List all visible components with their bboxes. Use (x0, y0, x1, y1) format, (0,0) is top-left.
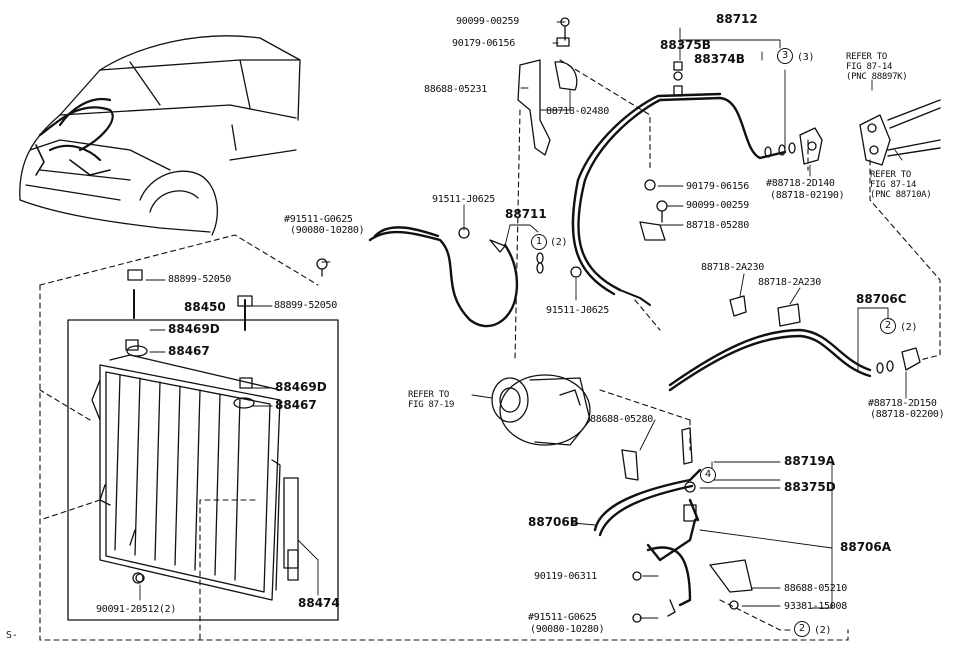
part-label-90119-06311[interactable]: 90119-06311 (534, 571, 597, 582)
part-label-91511-J0625-a[interactable]: 91511-J0625 (432, 194, 495, 205)
part-label-88469D-a[interactable]: 88469D (168, 322, 220, 336)
part-label-88899-52050-b[interactable]: 88899-52050 (274, 300, 337, 311)
refer-note-c-line2[interactable]: FIG 87-19 (408, 400, 455, 410)
part-label-88719A[interactable]: 88719A (784, 454, 836, 468)
part-label-88718-02480[interactable]: 88718-02480 (546, 106, 609, 117)
part-label-88706A[interactable]: 88706A (840, 540, 892, 554)
refer-note-b-line3[interactable]: (PNC 88710A) (870, 190, 932, 200)
condenser-box (67, 269, 339, 621)
part-label-88375B[interactable]: 88375B (660, 38, 711, 52)
qty-circle-2-right: 2 (880, 318, 896, 334)
part-label-91511-G0625-b[interactable]: #91511-G0625 (528, 612, 597, 623)
part-label-88688-05210[interactable]: 88688-05210 (784, 583, 847, 594)
refer-note-b-line1: REFER TO (870, 170, 911, 180)
qty-label-2a: (2) (550, 237, 568, 248)
part-label-90080-10280-a[interactable]: (90080-10280) (290, 225, 365, 236)
part-label-90099-00259-mid[interactable]: 90099-00259 (686, 200, 749, 211)
qty-label-3: (3) (797, 52, 815, 63)
qty-circle-1: 1 (531, 234, 547, 250)
part-label-90099-00259[interactable]: 90099-00259 (456, 16, 519, 27)
part-label-88688-05280[interactable]: 88688-05280 (590, 414, 653, 425)
qty-circle-4: 4 (700, 467, 716, 483)
part-label-88706B[interactable]: 88706B (528, 515, 579, 529)
qty-circle-2-bottom: 2 (794, 621, 810, 637)
part-label-88711[interactable]: 88711 (505, 207, 547, 221)
part-label-88706C[interactable]: 88706C (856, 292, 907, 306)
part-label-88374B[interactable]: 88374B (694, 52, 745, 66)
vehicle-illustration (19, 35, 301, 236)
dashed-guides (39, 59, 941, 641)
part-label-88712[interactable]: 88712 (716, 12, 758, 26)
refer-note-b-line2[interactable]: FIG 87-14 (870, 180, 917, 190)
qty-label-2b: (2) (900, 322, 918, 333)
part-label-88899-52050-a[interactable]: 88899-52050 (168, 274, 231, 285)
part-label-90179-06156[interactable]: 90179-06156 (452, 38, 515, 49)
corner-mark: S- (6, 630, 18, 641)
part-label-88718-2D140[interactable]: #88718-2D140 (766, 178, 835, 189)
part-label-91511-J0625-b[interactable]: 91511-J0625 (546, 305, 609, 316)
part-label-88718-2A230-a[interactable]: 88718-2A230 (701, 262, 764, 273)
part-label-90080-10280-b[interactable]: (90080-10280) (530, 624, 605, 635)
refer-note-c-line1: REFER TO (408, 390, 449, 400)
part-label-93381-15008[interactable]: 93381-15008 (784, 601, 847, 612)
part-label-88467-b[interactable]: 88467 (275, 398, 317, 412)
part-label-88450[interactable]: 88450 (184, 300, 226, 314)
qty-label-2c: (2) (814, 625, 832, 636)
part-label-88474[interactable]: 88474 (298, 596, 340, 610)
part-label-88469D-b[interactable]: 88469D (275, 380, 327, 394)
part-label-90091-20512[interactable]: 90091-20512(2) (96, 604, 177, 615)
part-label-88688-05231[interactable]: 88688-05231 (424, 84, 487, 95)
qty-circle-3: 3 (777, 48, 793, 64)
refer-note-a-line1: REFER TO (846, 52, 887, 62)
refer-note-a-line3[interactable]: (PNC 88897K) (846, 72, 908, 82)
refer-note-a-line2[interactable]: FIG 87-14 (846, 62, 893, 72)
part-label-88718-2A230-b[interactable]: 88718-2A230 (758, 277, 821, 288)
part-label-91511-G0625-a[interactable]: #91511-G0625 (284, 214, 353, 225)
part-label-88467-a[interactable]: 88467 (168, 344, 210, 358)
small-components (135, 17, 941, 623)
part-label-88375D[interactable]: 88375D (784, 480, 836, 494)
part-label-88718-05280[interactable]: 88718-05280 (686, 220, 749, 231)
part-label-88718-02190[interactable]: (88718-02190) (770, 190, 845, 201)
part-label-88718-02200[interactable]: (88718-02200) (870, 409, 945, 420)
part-label-88718-2D150[interactable]: #88718-2D150 (868, 398, 937, 409)
refrigerant-hoses (368, 92, 872, 607)
leader-lines (139, 21, 907, 619)
part-label-90179-06156-mid[interactable]: 90179-06156 (686, 181, 749, 192)
